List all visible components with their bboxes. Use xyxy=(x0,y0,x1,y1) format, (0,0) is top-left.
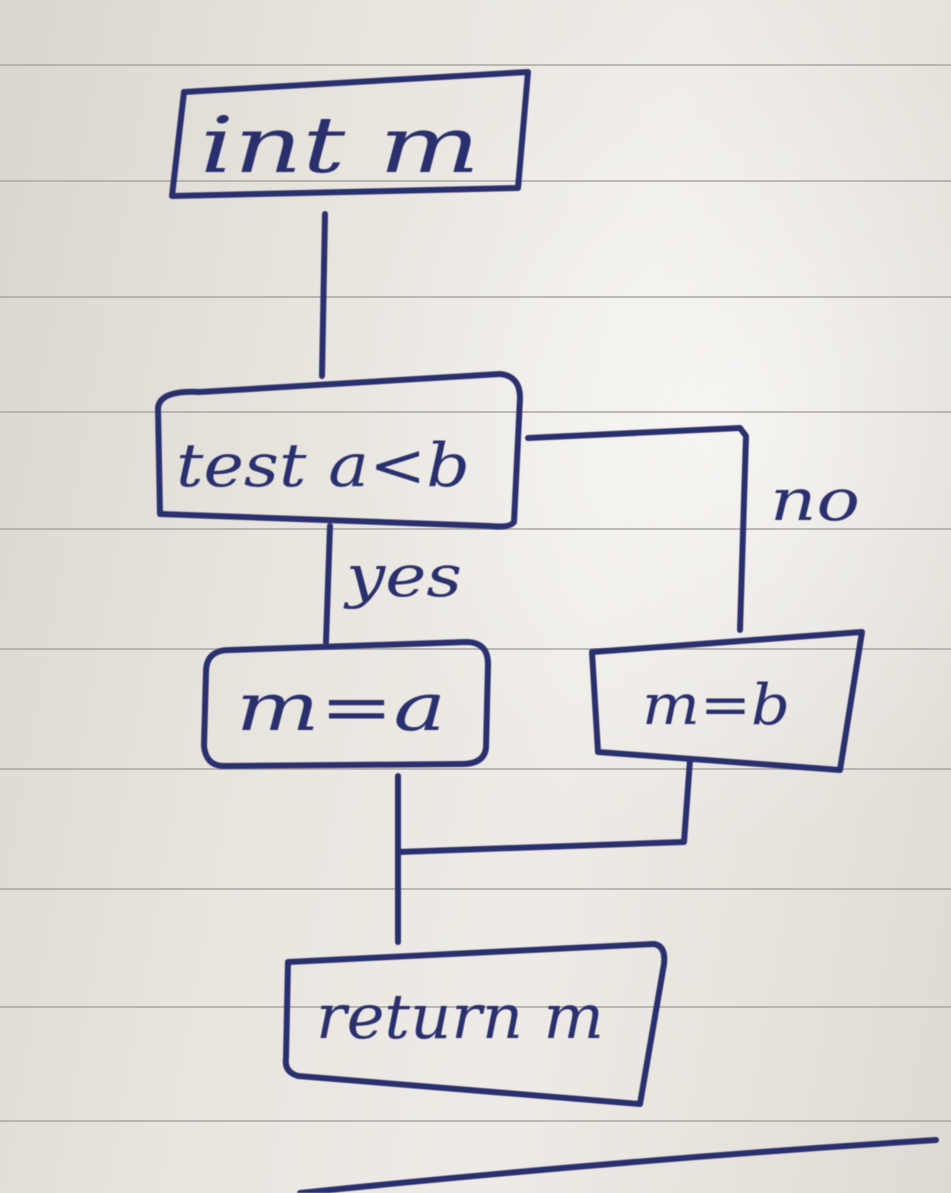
yes-label: yes xyxy=(342,542,462,610)
assign-a-node: m=a xyxy=(201,639,491,769)
test-box xyxy=(155,371,523,530)
stray-pen-stroke xyxy=(297,1137,939,1193)
return-node: return m xyxy=(282,941,668,1107)
assign-a-label: m=a xyxy=(236,669,446,746)
test-node: test a<b xyxy=(155,371,523,530)
ruled-line xyxy=(0,1006,951,1008)
ruled-line xyxy=(0,528,951,530)
declare-box xyxy=(169,69,531,199)
assign-a-box xyxy=(201,639,491,769)
ruled-line xyxy=(0,1120,951,1122)
declare-label: int m xyxy=(200,101,480,191)
ruled-line xyxy=(0,180,951,182)
assign-b-box xyxy=(589,629,865,773)
edge-no xyxy=(525,425,749,633)
edge-declare-to-test xyxy=(319,211,328,379)
test-label: test a<b xyxy=(176,431,470,501)
ruled-line xyxy=(0,648,951,650)
ruled-line xyxy=(0,411,951,413)
ruled-line xyxy=(0,296,951,298)
edge-yes xyxy=(323,523,333,645)
edge-assign-b-merge xyxy=(395,757,693,855)
ruled-line xyxy=(0,64,951,66)
ruled-line xyxy=(0,768,951,770)
return-box xyxy=(282,941,668,1107)
ruled-line xyxy=(0,888,951,890)
no-label: no xyxy=(770,466,860,534)
return-label: return m xyxy=(316,980,604,1053)
declare-node: int m xyxy=(169,69,531,199)
assign-b-label: m=b xyxy=(642,673,790,738)
assign-b-node: m=b xyxy=(589,629,865,773)
